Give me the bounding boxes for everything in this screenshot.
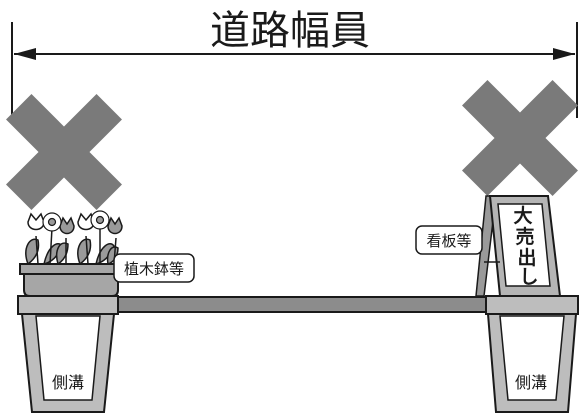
left-gutter-cap (17, 295, 119, 315)
planter-rim (19, 263, 123, 275)
left-gutter-channel (35, 315, 101, 401)
planter-callout-box (113, 253, 195, 283)
arrow-right-icon (553, 48, 575, 60)
signboard-callout: 看板等 (415, 225, 483, 255)
sign-text-4: し (519, 266, 538, 288)
cross-mark-icon (6, 94, 122, 210)
signboard-text: 大 売 出 し (513, 204, 538, 288)
right-gutter-cap (485, 295, 579, 315)
sign-text-3: 出 (517, 246, 536, 269)
daisy-flower-icon (42, 210, 110, 232)
right-gutter: 側溝 (485, 295, 579, 413)
plant-stems (35, 226, 117, 265)
diagram-title: 道路幅員 (210, 8, 370, 54)
left-gutter-label: 側溝 (52, 373, 84, 392)
road-surface (111, 296, 493, 313)
sign-text-1: 大 (513, 204, 532, 227)
sandwich-signboard: 大 売 出 し (475, 195, 562, 297)
arrow-left-icon (14, 48, 36, 60)
left-gutter: 側溝 (17, 295, 119, 413)
plant-leaves (25, 238, 119, 266)
planter-pot (23, 273, 119, 297)
tulip-flower-icon (27, 212, 123, 235)
planter-callout: 植木鉢等 (113, 253, 195, 283)
signboard-callout-box (415, 225, 483, 255)
signboard-label: 看板等 (426, 232, 471, 250)
title-background (196, 6, 384, 52)
right-gutter-label: 側溝 (515, 373, 547, 392)
planter-label: 植木鉢等 (124, 260, 184, 278)
right-gutter-channel (499, 315, 565, 401)
sign-text-2: 売 (515, 225, 534, 248)
road-width-dimension: 道路幅員 (11, 6, 578, 118)
flower-planter (19, 210, 123, 297)
signboard-panel (497, 203, 551, 287)
cross-mark-icon (462, 80, 578, 196)
